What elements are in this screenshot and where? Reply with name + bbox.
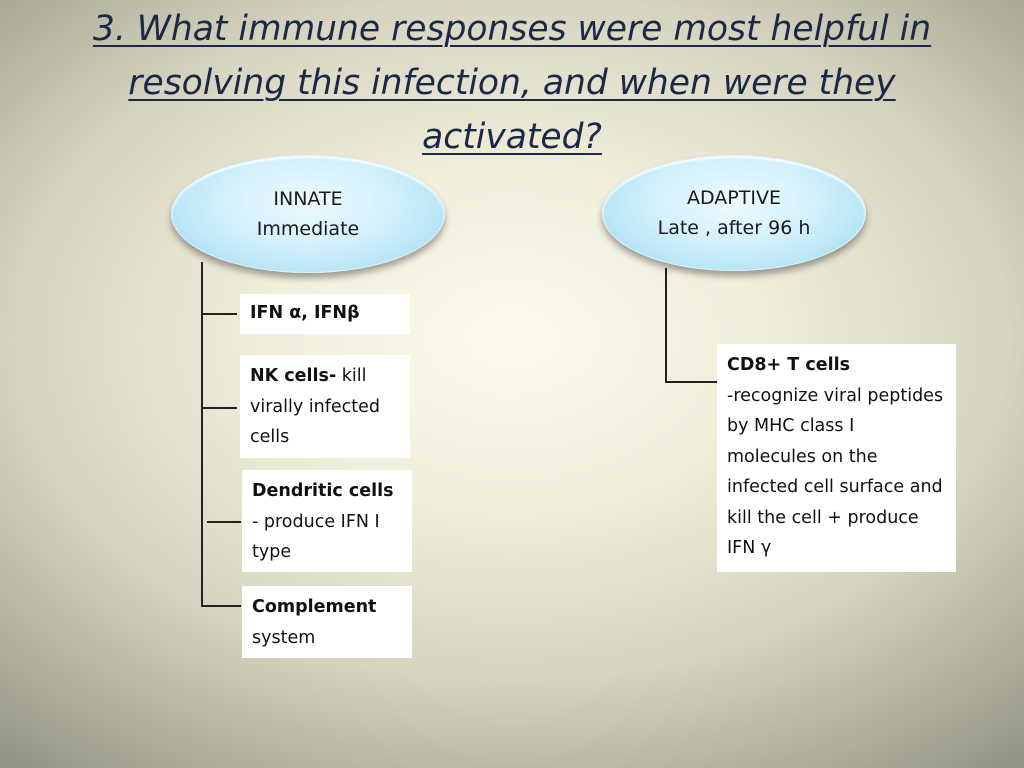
adaptive-item-cd8-t-cells-text: -recognize viral peptides by MHC class I… bbox=[727, 385, 944, 559]
adaptive-oval: ADAPTIVE Late , after 96 h bbox=[602, 155, 866, 271]
innate-branch-line-1 bbox=[201, 313, 237, 315]
innate-item-nk-cells: NK cells- kill virally infected cells bbox=[240, 355, 410, 458]
innate-item-complement: Complement system bbox=[242, 586, 412, 658]
innate-item-nk-cells-title: NK cells- bbox=[250, 366, 337, 386]
adaptive-branch-line-1 bbox=[665, 381, 717, 383]
innate-item-ifn: IFN α, IFNβ bbox=[240, 294, 410, 334]
innate-item-dendritic-cells-title: Dendritic cells bbox=[252, 481, 394, 501]
slide-title: 3. What immune responses were most helpf… bbox=[92, 9, 932, 157]
innate-item-dendritic-cells: Dendritic cells - produce IFN I type bbox=[242, 470, 412, 572]
adaptive-trunk-line bbox=[665, 268, 667, 382]
innate-item-complement-title: Complement bbox=[252, 597, 377, 617]
innate-item-ifn-title: IFN α, IFNβ bbox=[250, 303, 360, 323]
innate-branch-line-2 bbox=[201, 407, 237, 409]
innate-branch-line-4 bbox=[201, 605, 241, 607]
innate-branch-line-3 bbox=[207, 521, 241, 523]
innate-item-complement-text: system bbox=[252, 627, 316, 648]
adaptive-item-cd8-t-cells: CD8+ T cells -recognize viral peptides by… bbox=[717, 344, 956, 572]
innate-trunk-line bbox=[201, 262, 203, 606]
innate-oval: INNATE Immediate bbox=[171, 155, 445, 273]
innate-item-nk-cells-text: kill virally infected cells bbox=[250, 366, 381, 447]
innate-timing: Immediate bbox=[256, 218, 360, 240]
innate-item-dendritic-cells-text: - produce IFN I type bbox=[252, 511, 380, 563]
adaptive-heading: ADAPTIVE bbox=[687, 187, 781, 209]
adaptive-timing: Late , after 96 h bbox=[657, 217, 811, 239]
innate-heading: INNATE bbox=[273, 188, 343, 210]
adaptive-item-cd8-t-cells-title: CD8+ T cells bbox=[727, 355, 850, 375]
